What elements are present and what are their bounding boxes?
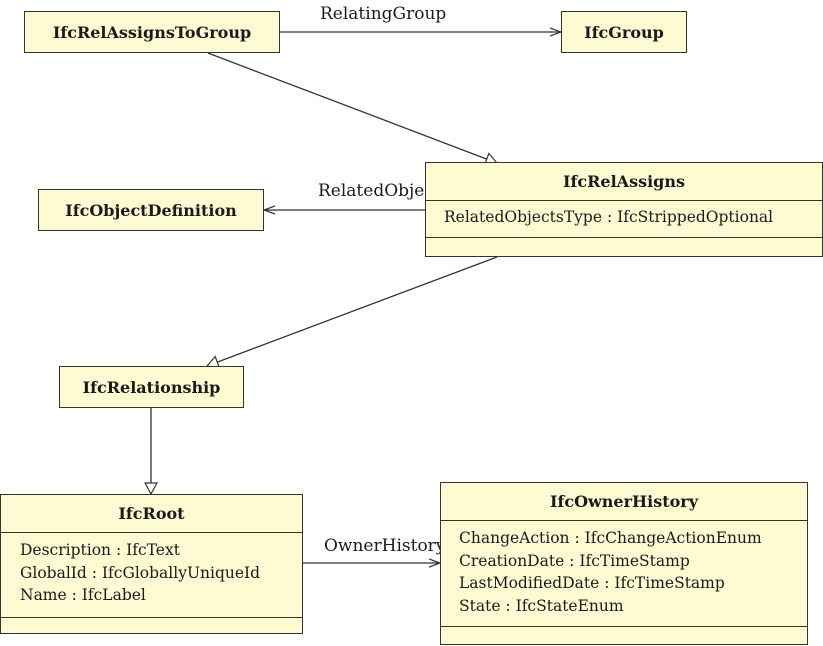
attribute-row: ChangeAction : IfcChangeActionEnum [459,529,762,547]
owner-history-label: OwnerHistory [324,536,446,556]
attribute-compartment: ChangeAction : IfcChangeActionEnum Creat… [441,520,807,626]
class-ifc-object-definition[interactable]: IfcObjectDefinition [38,189,264,231]
attribute-row: CreationDate : IfcTimeStamp [459,551,690,570]
attribute-compartment: Description : IfcText GlobalId : IfcGlob… [1,532,302,617]
class-name: IfcRelationship [82,377,221,397]
class-ifc-relationship[interactable]: IfcRelationship [59,366,244,408]
class-name: IfcRelAssigns [563,172,685,191]
operation-compartment [1,617,302,618]
rel-assigns-to-group-generalization [207,52,497,163]
attribute-row: State : IfcStateEnum [459,596,624,615]
attribute-row: Description : IfcText [20,541,180,559]
class-ifc-rel-assigns-to-group[interactable]: IfcRelAssignsToGroup [24,11,280,53]
attribute-row: GlobalId : IfcGloballyUniqueId [20,563,261,582]
attribute-compartment: RelatedObjectsType : IfcStrippedOptional [426,200,822,237]
operation-compartment [441,626,807,627]
attribute-row: Name : IfcLabel [20,586,146,604]
class-ifc-rel-assigns[interactable]: IfcRelAssigns RelatedObjectsType : IfcSt… [425,162,823,257]
class-name: IfcOwnerHistory [549,492,699,511]
attribute-row: LastModifiedDate : IfcTimeStamp [459,574,725,592]
class-name: IfcRoot [118,504,185,523]
class-ifc-owner-history[interactable]: IfcOwnerHistory ChangeAction : IfcChange… [440,482,808,645]
relating-group-label: RelatingGroup [320,4,447,24]
attribute-row: RelatedObjectsType : IfcStrippedOptional [444,208,774,226]
operation-compartment [426,237,822,238]
class-name: IfcObjectDefinition [65,200,237,220]
class-name: IfcGroup [584,22,664,42]
related-objects-label: RelatedObjects [318,181,450,201]
rel-assigns-generalization [207,256,498,366]
class-ifc-root[interactable]: IfcRoot Description : IfcText GlobalId :… [0,494,303,634]
class-name: IfcRelAssignsToGroup [52,22,252,42]
class-ifc-group[interactable]: IfcGroup [561,11,687,53]
